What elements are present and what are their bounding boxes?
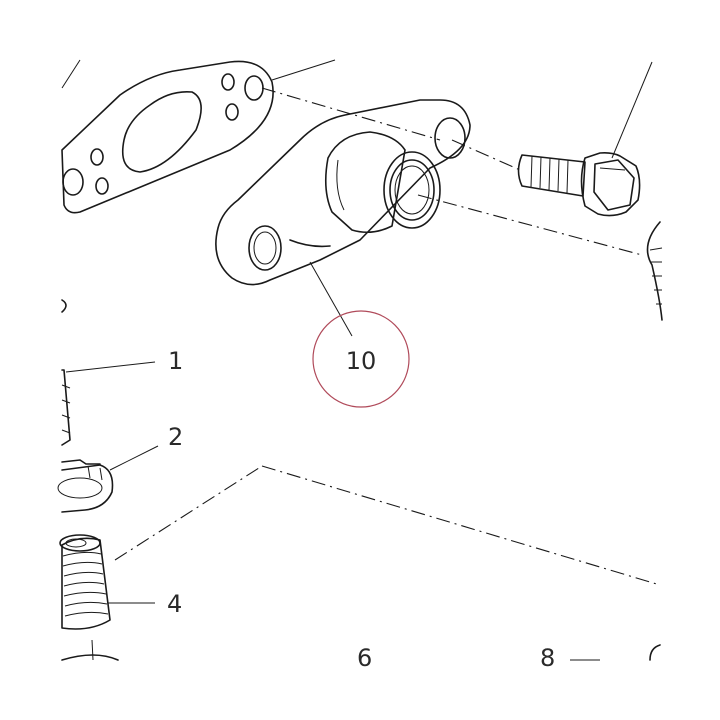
axis-lines xyxy=(114,87,661,586)
bottom-partial-parts xyxy=(61,639,661,661)
callout-part-4: 4 xyxy=(167,590,182,618)
callout-part-6: 6 xyxy=(357,644,372,672)
threaded-sleeve xyxy=(59,534,111,630)
castle-nut xyxy=(57,459,114,513)
hex-bolt xyxy=(517,152,641,217)
gasket-plate xyxy=(61,59,274,214)
highlight-ring-part-10 xyxy=(312,310,410,408)
callout-part-10: 10 xyxy=(346,347,377,375)
flange-part-10 xyxy=(215,99,471,286)
leader-lines xyxy=(65,59,653,661)
threaded-stud xyxy=(61,299,71,446)
callout-part-1: 1 xyxy=(168,347,183,375)
callout-part-8: 8 xyxy=(540,644,555,672)
callout-part-2: 2 xyxy=(168,423,183,451)
edge-partial-part xyxy=(646,221,663,321)
